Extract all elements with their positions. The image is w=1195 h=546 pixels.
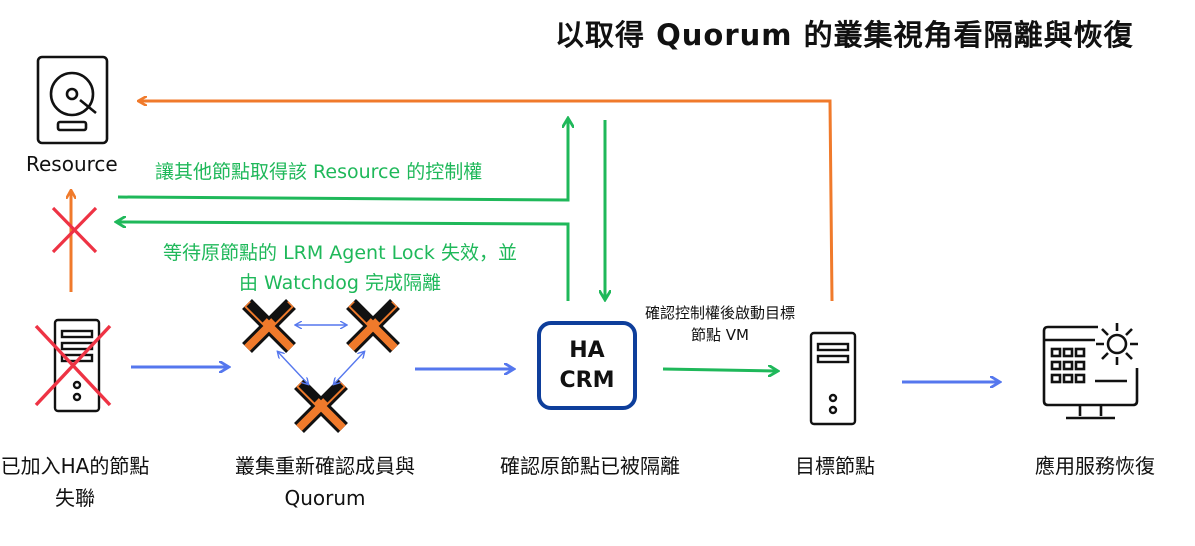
ha-crm-box: HA CRM bbox=[537, 321, 637, 410]
proxmox-icon bbox=[346, 299, 400, 353]
orange-return-arrow bbox=[140, 101, 834, 302]
cluster-link-right bbox=[334, 352, 364, 384]
green-wait-arrow bbox=[118, 222, 570, 301]
hard-drive-icon bbox=[36, 55, 109, 145]
stage-fenced-confirm: 確認原節點已被隔離 bbox=[500, 454, 680, 478]
proxmox-icon bbox=[242, 299, 296, 353]
target-server-icon bbox=[809, 331, 857, 426]
failed-server-icon bbox=[53, 318, 101, 413]
transfer-control-message: 讓其他節點取得該 Resource 的控制權 bbox=[155, 161, 483, 183]
crm-line2: CRM bbox=[559, 367, 615, 393]
stage-service-recovery: 應用服務恢復 bbox=[1035, 454, 1155, 478]
page-title: 以取得 Quorum 的叢集視角看隔離與恢復 bbox=[555, 18, 1134, 52]
confirm-start-message: 確認控制權後啟動目標節點 VM bbox=[644, 304, 795, 344]
wait-lock-message: 等待原節點的 LRM Agent Lock 失效，並由 Watchdog 完成隔… bbox=[163, 242, 517, 294]
blocked-x-icon bbox=[51, 206, 98, 254]
cluster-link-left bbox=[278, 352, 308, 384]
proxmox-icon bbox=[294, 379, 348, 433]
stage-node-lost: 已加入HA的節點失聯 bbox=[0, 454, 150, 510]
stage-target-node: 目標節點 bbox=[795, 454, 875, 478]
stage-quorum-check: 叢集重新確認成員與 Quorum bbox=[235, 454, 415, 510]
dashboard-gear-icon bbox=[1042, 323, 1139, 420]
green-transfer-arrow bbox=[117, 120, 568, 202]
crm-line1: HA bbox=[569, 337, 605, 363]
failed-x-icon bbox=[34, 324, 112, 407]
resource-label: Resource bbox=[26, 152, 118, 176]
green-start-arrow bbox=[662, 369, 776, 371]
